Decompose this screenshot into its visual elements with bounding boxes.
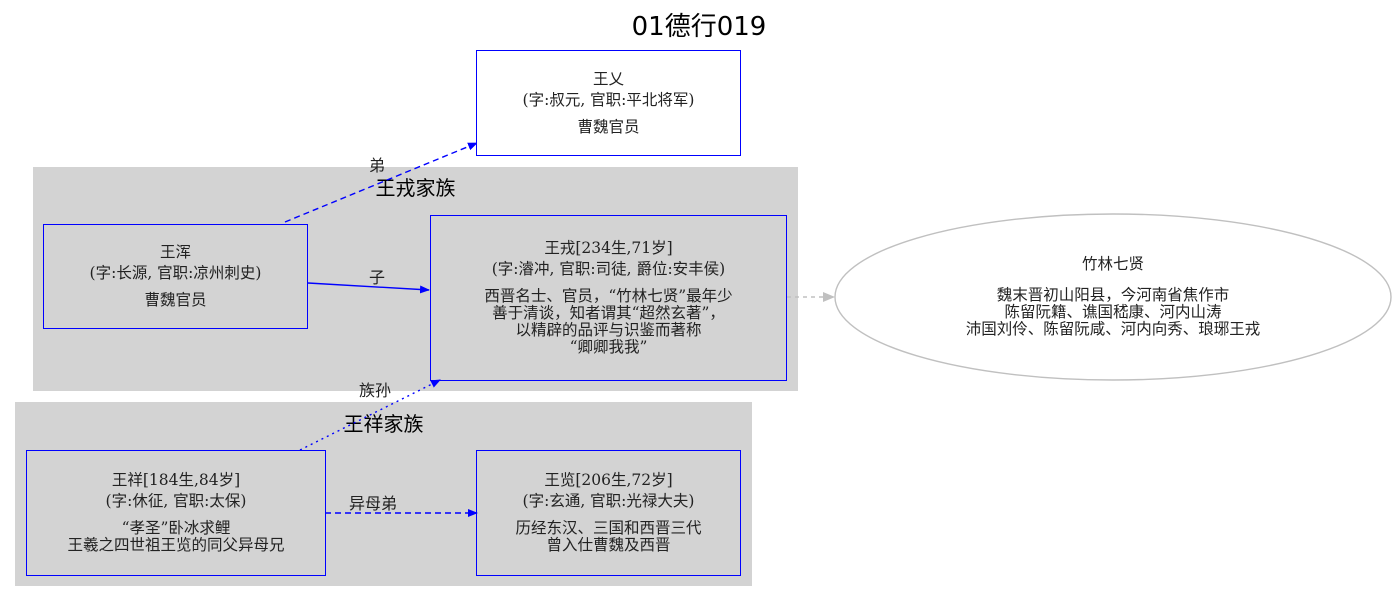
- edge-label-brother: 弟: [369, 156, 386, 175]
- node-desc-line: 曾入仕曹魏及西晋: [546, 536, 671, 554]
- node-info: (字:玄通, 官职:光禄大夫): [522, 492, 695, 510]
- node-desc-line: “卿卿我我”: [569, 338, 648, 356]
- node-desc-line: 王羲之四世祖王览的同父异母兄: [67, 536, 285, 554]
- node-name: 王戎[234生,71岁]: [544, 239, 673, 257]
- node-desc: 曹魏官员: [144, 291, 207, 309]
- node-wang-lan[interactable]: 王览[206生,72岁] (字:玄通, 官职:光禄大夫) 历经东汉、三国和西晋三…: [476, 450, 741, 576]
- node-wang-rong[interactable]: 王戎[234生,71岁] (字:濬冲, 官职:司徒, 爵位:安丰侯) 西晋名士、…: [430, 215, 787, 381]
- diagram-title: 01德行019: [631, 12, 767, 42]
- node-zhulin-qixian[interactable]: 竹林七贤 魏末晋初山阳县，今河南省焦作市 陈留阮籍、谯国嵇康、河内山涛 沛国刘伶…: [835, 214, 1391, 380]
- node-desc-line: “孝圣”卧冰求鲤: [121, 519, 231, 537]
- node-desc-line: 以精辟的品评与识鉴而著称: [515, 321, 702, 339]
- node-name: 王览[206生,72岁]: [544, 471, 673, 489]
- node-info: (字:休征, 官职:太保): [105, 492, 247, 510]
- node-desc-line: 沛国刘伶、陈留阮咸、河内向秀、琅琊王戎: [965, 320, 1261, 338]
- node-wang-xiang[interactable]: 王祥[184生,84岁] (字:休征, 官职:太保) “孝圣”卧冰求鲤 王羲之四…: [26, 450, 326, 576]
- edge-label-half-brother: 异母弟: [349, 494, 398, 513]
- node-info: (字:濬冲, 官职:司徒, 爵位:安丰侯): [491, 260, 726, 278]
- node-wang-yi[interactable]: 王乂 (字:叔元, 官职:平北将军) 曹魏官员: [476, 50, 741, 156]
- node-desc-line: 历经东汉、三国和西晋三代: [515, 519, 702, 537]
- edge-label-clan-grandson: 族孙: [359, 381, 392, 400]
- edge-label-son: 子: [369, 268, 386, 287]
- node-name: 王乂: [592, 69, 624, 88]
- edge-hun-yi: [284, 142, 478, 223]
- node-wang-hun[interactable]: 王浑 (字:长源, 官职:凉州刺史) 曹魏官员: [43, 224, 308, 329]
- node-info: (字:叔元, 官职:平北将军): [522, 90, 695, 109]
- node-info: (字:长源, 官职:凉州刺史): [89, 264, 262, 282]
- cluster-wangxiang-family: 王祥家族: [15, 402, 752, 586]
- node-desc: 曹魏官员: [577, 117, 640, 136]
- cluster-label-wangxiang: 王祥家族: [343, 412, 424, 436]
- node-desc-line: 善于清谈，知者谓其“超然玄著”，: [492, 304, 725, 322]
- node-name: 王浑: [159, 243, 191, 261]
- edge-xiang-rong: [299, 379, 441, 451]
- edge-hun-rong: [307, 282, 430, 294]
- node-name: 王祥[184生,84岁]: [111, 471, 241, 489]
- node-name: 竹林七贤: [1081, 255, 1144, 273]
- node-desc-line: 西晋名士、官员，“竹林七贤”最年少: [484, 287, 733, 305]
- cluster-wangrong-family: 王戎家族: [33, 167, 798, 391]
- ellipse-outline-zhulin: [834, 213, 1392, 381]
- node-desc-line: 陈留阮籍、谯国嵇康、河内山涛: [1004, 303, 1222, 321]
- node-desc-line: 魏末晋初山阳县，今河南省焦作市: [996, 286, 1230, 304]
